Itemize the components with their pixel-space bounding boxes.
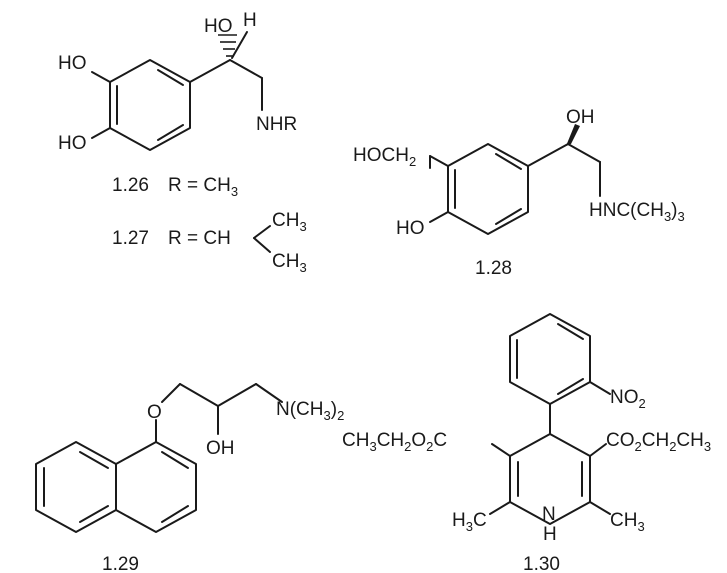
label-tbutyl-amine: HNC(CH3)3 <box>589 200 685 224</box>
label-o: O <box>147 402 162 423</box>
bond-ch2-choh <box>179 383 219 407</box>
bond-o-ch2 <box>161 383 181 403</box>
label-ch3-top: CH3 <box>272 210 307 234</box>
label-hoch2: HOCH2 <box>353 145 416 169</box>
caption-1-26: 1.26 R = CH3 <box>112 175 238 199</box>
bond-methyl-right <box>589 501 611 515</box>
bond-chiral-ch2 <box>229 59 263 79</box>
naphthalene-ring-left <box>35 441 117 533</box>
label-ho-upper: HO <box>58 53 87 74</box>
label-ester-right: CO2CH2CH3 <box>606 430 711 454</box>
label-methyl-left: H3C <box>452 510 487 534</box>
bond-ring-chiral <box>189 59 231 83</box>
benzene-ring-126 <box>109 59 191 151</box>
compound-number-128: 1.28 <box>475 258 512 279</box>
label-dimethylamine: N(CH3)2 <box>276 399 344 423</box>
label-methyl-right: CH3 <box>610 510 645 534</box>
compound-number-127: 1.27 <box>112 228 149 249</box>
bond-choh-ch2 <box>217 383 257 407</box>
label-ch3-bottom: CH3 <box>272 251 307 275</box>
label-n: N <box>542 504 556 525</box>
structure-1-26: HO H HO HO NHR <box>58 10 297 154</box>
label-ester-left: CH3CH2O2C <box>342 430 447 454</box>
label-nh: H <box>543 524 557 545</box>
bond <box>161 451 189 469</box>
bond-ring-ho-lower <box>91 127 111 139</box>
r-definition-126: R = CH3 <box>168 175 238 199</box>
ring-double-2 <box>495 208 522 225</box>
bond-ring-no2 <box>589 381 611 395</box>
bond-ring-ho <box>429 211 449 223</box>
label-oh: OH <box>206 438 235 459</box>
structure-1-29: O OH N(CH3)2 1.29 <box>35 383 344 573</box>
compound-number-130: 1.30 <box>523 554 560 573</box>
caption-1-27: 1.27 R = CH CH3 CH3 <box>112 210 307 275</box>
solid-wedge-oh <box>566 124 580 146</box>
structure-1-30: NO2 CH3CH2O2C CO2CH2CH3 N H H3C CH3 1.30 <box>342 313 711 573</box>
label-h-top: H <box>243 10 257 31</box>
bond-ester-left <box>491 443 511 457</box>
bond <box>557 323 584 340</box>
bond-ch-ch3-bottom <box>253 237 271 253</box>
bond-chiral-ch2 <box>567 143 601 163</box>
label-oh: OH <box>566 107 595 128</box>
label-no2: NO2 <box>610 387 646 411</box>
ring-double-1 <box>495 153 522 170</box>
hash-wedge-oh <box>218 34 237 57</box>
bond-chiral-h <box>231 31 248 59</box>
naphthalene-ring-right <box>115 441 197 533</box>
compound-number-129: 1.29 <box>102 554 139 573</box>
benzene-ring-128 <box>447 143 529 235</box>
bond <box>161 505 189 523</box>
bond <box>79 451 109 469</box>
compound-number-126: 1.26 <box>112 175 149 196</box>
bond-ring-chiral <box>527 143 569 167</box>
nitrophenyl-ring <box>509 313 591 405</box>
bond-ch-ch3-top <box>253 225 271 239</box>
bond <box>79 505 109 523</box>
bond-ring-ho-upper <box>91 71 111 83</box>
ring-double-2 <box>157 124 184 141</box>
label-ho: HO <box>396 218 425 239</box>
label-ho-lower: HO <box>58 133 87 154</box>
bond <box>557 378 584 395</box>
bond-ester-right <box>589 443 607 457</box>
label-nhr: NHR <box>256 114 297 135</box>
bond-ch2-n <box>255 383 283 403</box>
bond-ring-ch2 <box>429 155 449 167</box>
label-oh-top: HO <box>204 16 233 37</box>
r-definition-127: R = CH <box>168 228 231 249</box>
ring-double-1 <box>157 69 184 86</box>
structure-1-28: OH HOCH2 HO HNC(CH3)3 1.28 <box>353 107 685 279</box>
bond-methyl-left <box>489 501 511 515</box>
